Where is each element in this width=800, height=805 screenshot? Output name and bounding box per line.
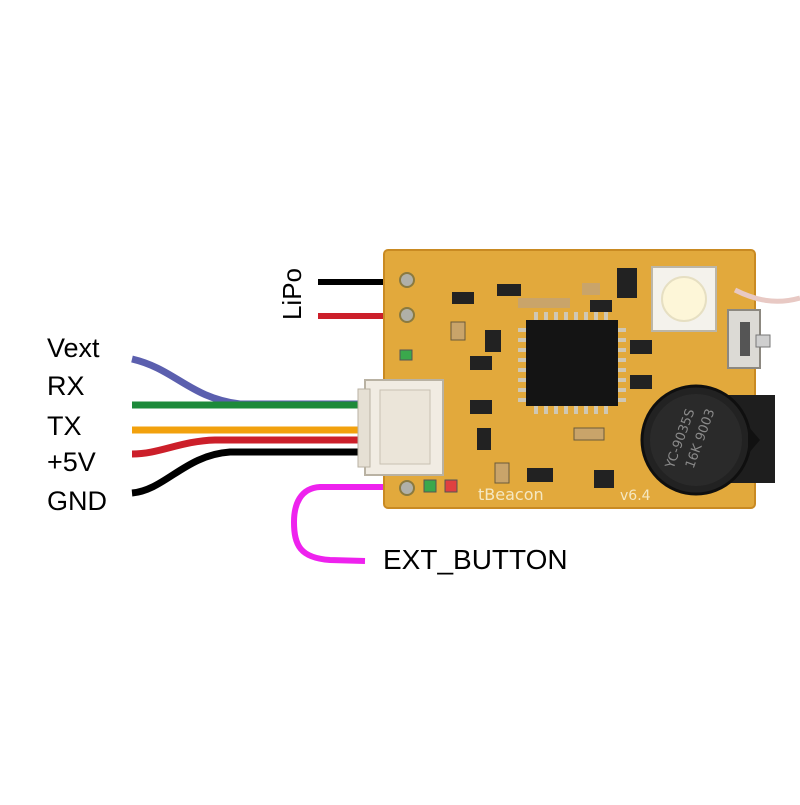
chip-pin xyxy=(554,312,558,320)
wire-gnd xyxy=(131,448,365,497)
chip-pin xyxy=(584,406,588,414)
status-led-red xyxy=(444,479,458,493)
label-gnd: GND xyxy=(47,486,107,516)
signal-wires xyxy=(131,355,365,497)
chip-pin xyxy=(618,358,626,362)
transistor xyxy=(617,268,637,298)
label-vext: Vext xyxy=(47,333,100,363)
chip-pin xyxy=(518,338,526,342)
chip-pin xyxy=(564,406,568,414)
chip-pin xyxy=(574,312,578,320)
slide-switch xyxy=(727,309,771,369)
chip-pin xyxy=(584,312,588,320)
antenna-wire xyxy=(733,287,800,304)
board-name-silkscreen: tBeacon xyxy=(478,485,544,504)
resistor xyxy=(477,428,491,450)
chip-pin xyxy=(618,368,626,372)
chip-pin xyxy=(594,312,598,320)
resistor xyxy=(630,340,652,354)
label-plus5v: +5V xyxy=(47,447,96,477)
pad-hole xyxy=(399,307,415,323)
chip-pin xyxy=(594,406,598,414)
chip-pin xyxy=(618,338,626,342)
ext-button-wire xyxy=(290,484,395,564)
board-version-silkscreen: v6.4 xyxy=(620,488,651,504)
capacitor xyxy=(573,427,605,441)
status-led-green xyxy=(423,479,437,493)
chip-pin xyxy=(618,388,626,392)
jst-connector xyxy=(357,379,444,476)
pad-hole xyxy=(399,480,415,496)
white-led xyxy=(651,266,717,332)
buzzer: YC-9035S 16K 9003 xyxy=(640,384,775,496)
chip-pin xyxy=(518,388,526,392)
chip-pin xyxy=(618,348,626,352)
resistor xyxy=(470,356,492,370)
resistor xyxy=(497,284,521,296)
transistor xyxy=(594,470,614,488)
status-led-green xyxy=(399,349,413,361)
resistor xyxy=(527,468,553,482)
resistor xyxy=(630,375,652,389)
label-lipo: LiPo xyxy=(277,267,307,321)
resistor xyxy=(470,400,492,414)
chip-pin xyxy=(618,398,626,402)
label-tx: TX xyxy=(47,411,82,441)
capacitor xyxy=(494,462,510,484)
chip-pin xyxy=(604,312,608,320)
pad-hole xyxy=(399,272,415,288)
chip-pin xyxy=(554,406,558,414)
chip-pin xyxy=(518,398,526,402)
capacitor xyxy=(582,283,600,295)
chip-pin xyxy=(534,406,538,414)
chip-pin xyxy=(618,328,626,332)
chip-pin xyxy=(518,358,526,362)
chip-pin xyxy=(518,378,526,382)
label-ext-button: EXT_BUTTON xyxy=(383,544,568,575)
chip-pin xyxy=(574,406,578,414)
chip-pin xyxy=(544,406,548,414)
wire-vext xyxy=(131,355,365,408)
chip-pin xyxy=(544,312,548,320)
resistor xyxy=(485,330,501,352)
resistor xyxy=(590,300,612,312)
chip-pin xyxy=(604,406,608,414)
microcontroller-chip xyxy=(518,312,626,414)
resistor xyxy=(452,292,474,304)
label-rx: RX xyxy=(47,371,85,401)
chip-pin xyxy=(518,348,526,352)
capacitor xyxy=(450,321,466,341)
chip-pin xyxy=(518,368,526,372)
wire-plus5v xyxy=(131,436,365,458)
chip-pin xyxy=(534,312,538,320)
capacitor xyxy=(518,298,570,308)
chip-pin xyxy=(618,378,626,382)
chip-pin xyxy=(518,328,526,332)
pcb-board: YC-9035S 16K 9003 tBeacon v6.4 xyxy=(357,249,800,509)
chip-pin xyxy=(564,312,568,320)
